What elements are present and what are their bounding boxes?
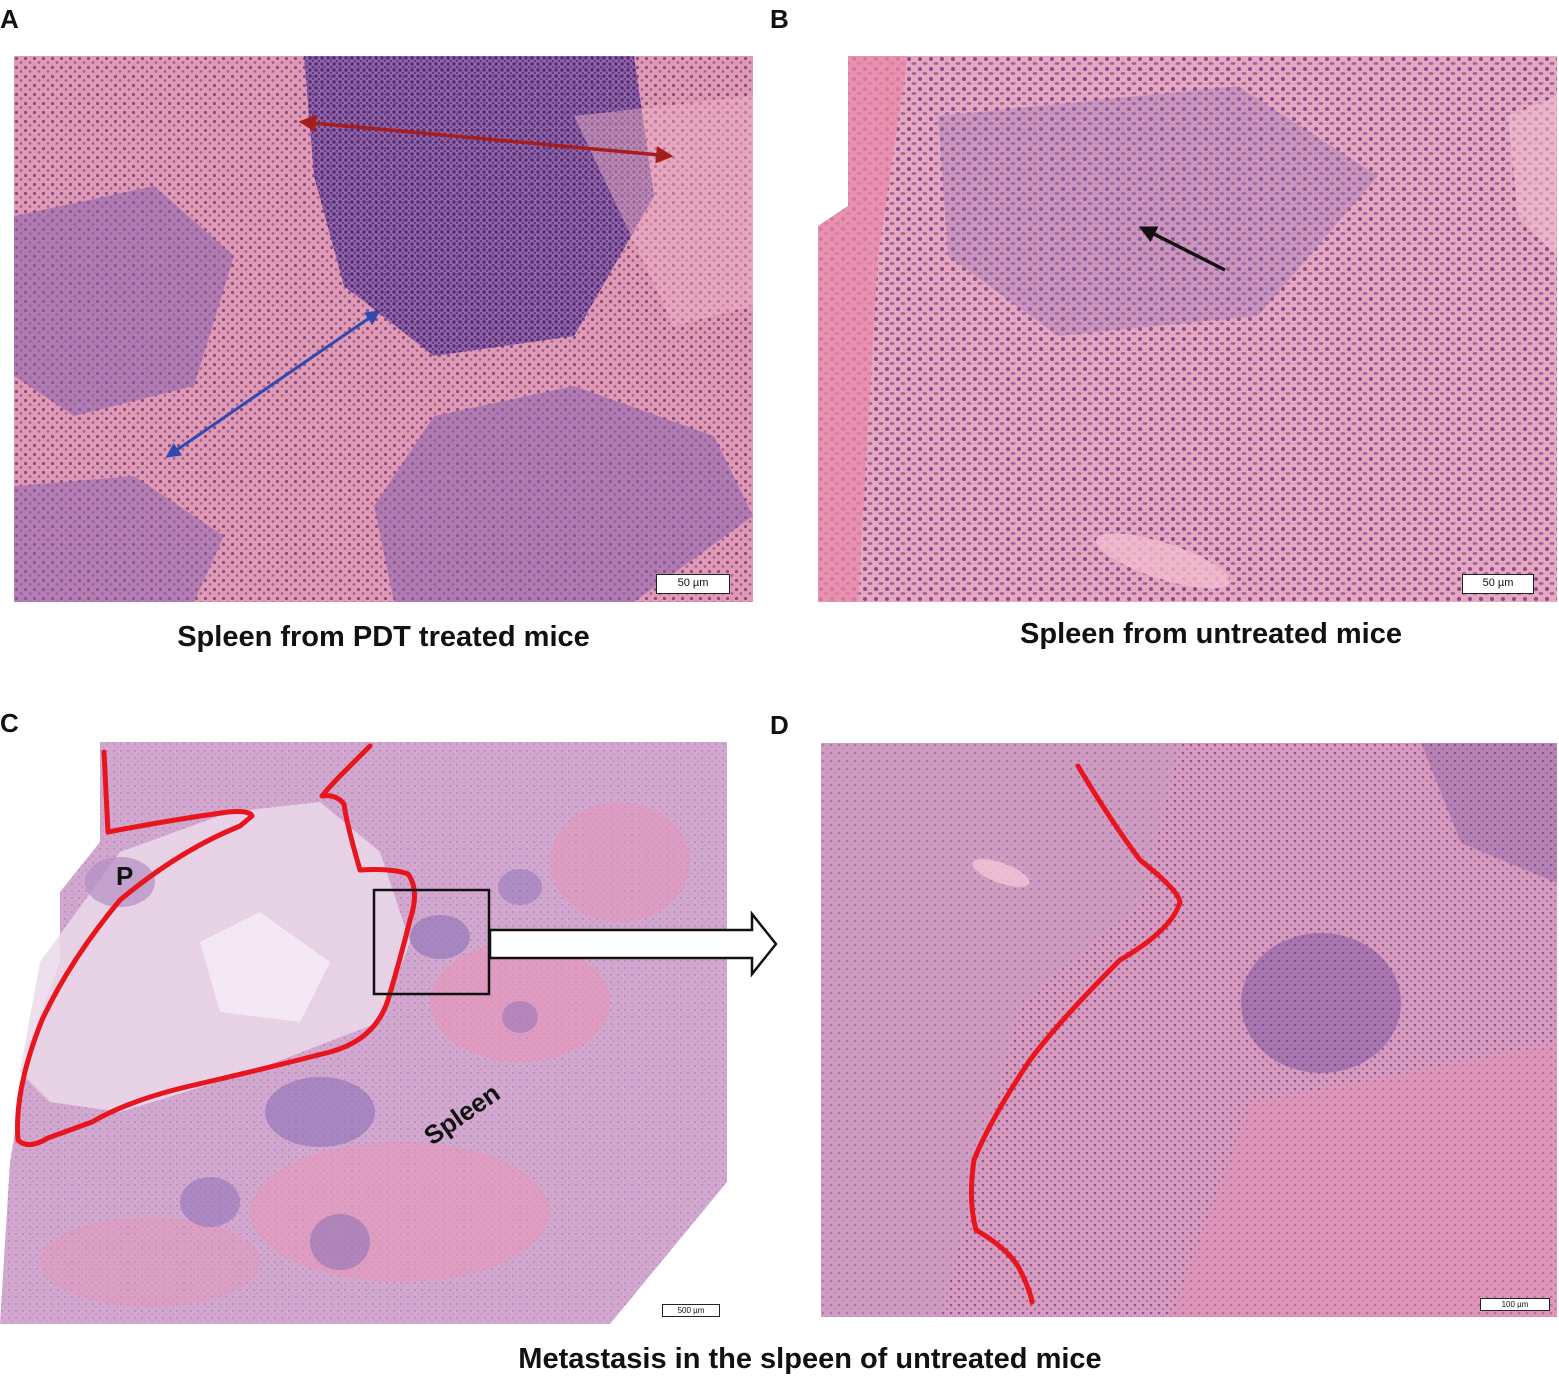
- micrograph-d: [821, 743, 1557, 1317]
- micrograph-c: [0, 742, 727, 1324]
- caption-a: Spleen from PDT treated mice: [177, 621, 590, 653]
- scale-bar-a: 50 µm: [656, 574, 730, 594]
- panel-letter-a: A: [0, 4, 19, 34]
- panel-letter-b: B: [770, 4, 789, 34]
- micrograph-b: [818, 56, 1557, 602]
- panel-letter-c: C: [0, 708, 19, 738]
- scale-bar-d: 100 µm: [1480, 1298, 1550, 1311]
- micrograph-a: [14, 56, 753, 602]
- scale-bar-b: 50 µm: [1462, 574, 1534, 594]
- panel-letter-d: D: [770, 710, 789, 740]
- caption-b: Spleen from untreated mice: [1020, 618, 1402, 650]
- scale-bar-c: 500 µm: [662, 1304, 720, 1317]
- caption-bottom: Metastasis in the slpeen of untreated mi…: [518, 1343, 1102, 1375]
